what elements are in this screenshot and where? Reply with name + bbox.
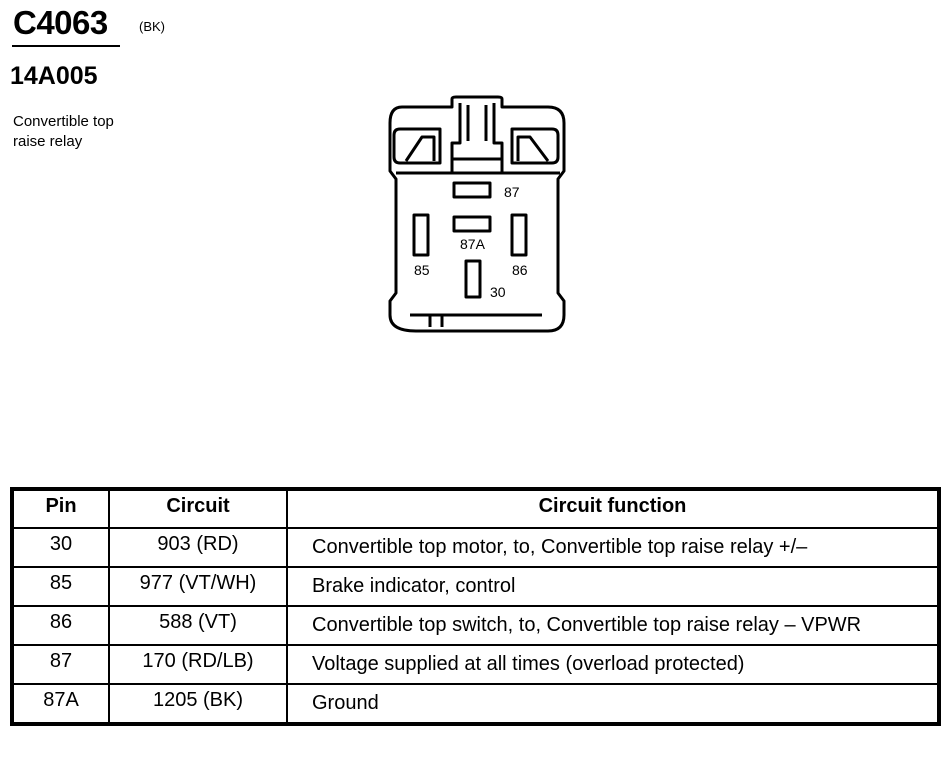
cell-pin: 30 [11, 527, 110, 568]
cell-pin: 86 [11, 605, 110, 646]
cell-function: Convertible top motor, to, Convertible t… [286, 527, 940, 568]
terminal-85 [412, 213, 430, 257]
table-row: 85 977 (VT/WH) Brake indicator, control [11, 566, 940, 607]
connector-id-underline [12, 45, 120, 47]
description-line-1: Convertible top [13, 113, 114, 130]
terminal-30 [464, 259, 482, 299]
pin-label-86: 86 [512, 262, 528, 278]
part-number: 14A005 [10, 62, 98, 90]
cell-function: Ground [286, 683, 940, 725]
bottom-rail [410, 313, 542, 327]
cell-pin: 85 [11, 566, 110, 607]
terminal-87a [452, 215, 492, 233]
cell-pin: 87 [11, 644, 110, 685]
pin-label-87a: 87A [460, 236, 486, 252]
cell-function: Voltage supplied at all times (overload … [286, 644, 940, 685]
pin-label-85: 85 [414, 262, 430, 278]
pin-circuit-table: Pin Circuit Circuit function 30 903 (RD)… [10, 487, 941, 726]
latch-left [392, 127, 442, 165]
center-key [450, 103, 504, 161]
cell-pin: 87A [11, 683, 110, 725]
description-line-2: raise relay [13, 133, 83, 150]
header-pin: Pin [11, 488, 110, 529]
cell-circuit: 1205 (BK) [108, 683, 288, 725]
pin-label-30: 30 [490, 284, 506, 300]
table-row: 86 588 (VT) Convertible top switch, to, … [11, 605, 940, 646]
component-description: Convertible top raise relay [13, 112, 173, 152]
pin-label-87: 87 [504, 184, 520, 200]
cell-circuit: 903 (RD) [108, 527, 288, 568]
connector-face-drawing: 87 87A 85 86 30 [388, 95, 566, 333]
cell-circuit: 977 (VT/WH) [108, 566, 288, 607]
header-circuit: Circuit [108, 488, 288, 529]
terminal-87 [452, 181, 492, 199]
table-row: 87A 1205 (BK) Ground [11, 683, 940, 725]
cell-circuit: 170 (RD/LB) [108, 644, 288, 685]
header-circuit-function: Circuit function [286, 488, 940, 529]
connector-housing-outline [388, 95, 566, 333]
cell-function: Convertible top switch, to, Convertible … [286, 605, 940, 646]
cell-circuit: 588 (VT) [108, 605, 288, 646]
cell-function: Brake indicator, control [286, 566, 940, 607]
latch-right [510, 127, 560, 165]
table-row: 87 170 (RD/LB) Voltage supplied at all t… [11, 644, 940, 685]
terminal-86 [510, 213, 528, 257]
connector-color: (BK) [139, 19, 165, 34]
table-row: 30 903 (RD) Convertible top motor, to, C… [11, 527, 940, 568]
connector-id: C4063 [13, 4, 108, 41]
table-header-row: Pin Circuit Circuit function [11, 488, 940, 529]
